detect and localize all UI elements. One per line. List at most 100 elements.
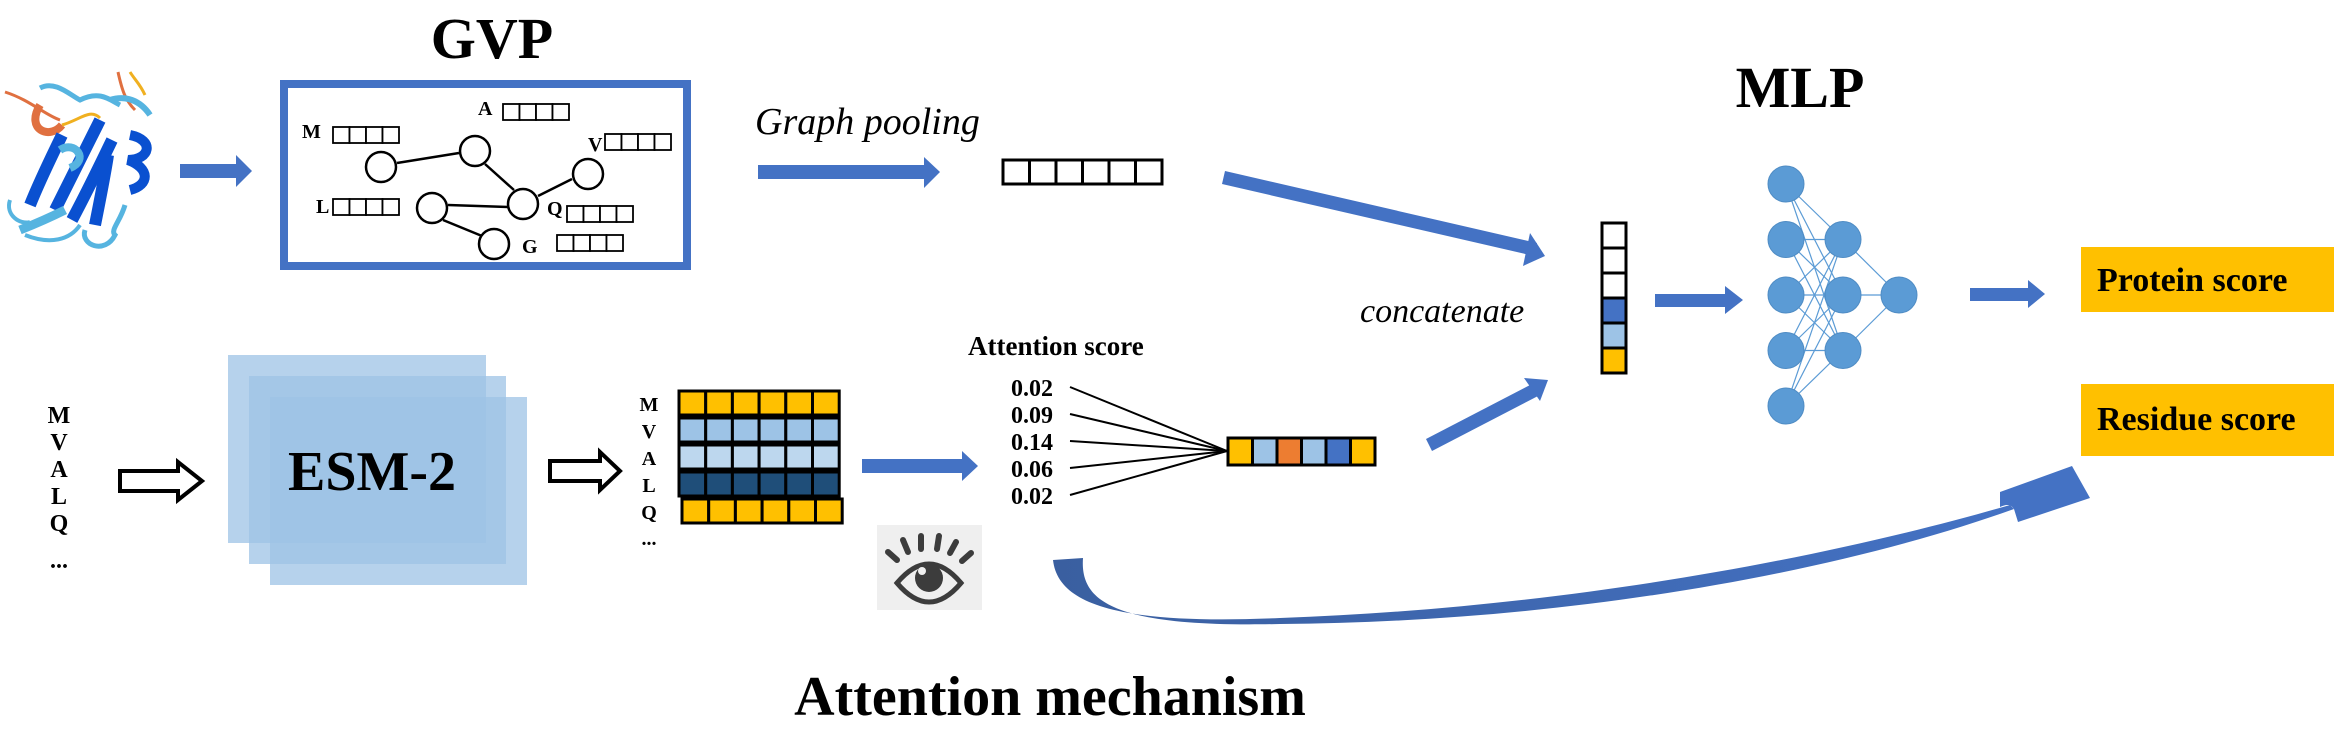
- arrow-gvp-to-pooling: [758, 157, 940, 188]
- embedding-row-label: L: [642, 475, 655, 497]
- attention-line: [1069, 413, 1228, 452]
- sequence-residue: L: [51, 484, 67, 510]
- mlp-neuron-layer-1: [1767, 221, 1805, 258]
- vector-cell: [733, 497, 764, 525]
- vector-cell: [784, 470, 814, 498]
- arrow-mlp-to-protein-score: [1970, 280, 2045, 308]
- node-label: G: [522, 236, 538, 258]
- node-circle: [364, 150, 398, 184]
- residue-score-label: Residue score: [2097, 401, 2296, 438]
- pooled-vector-cells: [1001, 158, 1164, 186]
- arrow-pooled-to-concat: [1222, 171, 1545, 266]
- mlp-neurons: [1767, 165, 1918, 425]
- node-feature-vector: [502, 103, 570, 121]
- vector-cell: [1324, 436, 1352, 467]
- esm2-model-block: [228, 355, 527, 585]
- arrow-protein-to-gvp: [180, 155, 252, 187]
- hollow-arrow-esm-to-embeddings: [548, 447, 623, 495]
- vector-cell: [1081, 158, 1111, 186]
- vector-cell: [502, 103, 521, 121]
- node-label: A: [478, 98, 493, 120]
- node-label: L: [316, 196, 329, 218]
- vector-cell: [677, 389, 708, 417]
- embedding-row: [680, 497, 844, 525]
- eye-icon: [877, 525, 982, 610]
- input-sequence: MVALQ...: [48, 403, 71, 574]
- gvp-nodes: M A V L QG: [302, 98, 672, 261]
- node-circle: [415, 191, 449, 225]
- graph-edge: [396, 151, 460, 165]
- embedding-ellipsis: ...: [642, 528, 657, 550]
- vector-cell: [1251, 436, 1279, 467]
- protein-score-box: Protein score: [2081, 247, 2334, 312]
- attention-score-value: 0.02: [1011, 484, 1053, 510]
- mlp-neuron-layer-1: [1767, 387, 1805, 425]
- graph-edge: [537, 177, 573, 198]
- arrowhead: [1524, 378, 1548, 401]
- embedding-row-label: M: [640, 394, 659, 416]
- gvp-graph: [396, 151, 573, 238]
- vector-cell: [599, 205, 618, 223]
- graph-node-m: M: [302, 121, 400, 184]
- vector-cell: [811, 389, 841, 417]
- mlp-neuron-layer-1: [1767, 165, 1805, 203]
- residue-embedding-matrix: MVALQ...: [640, 389, 844, 550]
- vector-cell: [572, 234, 591, 252]
- embedding-row: [677, 416, 841, 444]
- vector-cell: [784, 389, 814, 417]
- node-circle: [477, 227, 511, 261]
- vector-cell: [637, 133, 656, 151]
- vector-cell: [551, 103, 570, 121]
- mlp-neuron-layer-2: [1824, 221, 1862, 258]
- graph-pooling-label: Graph pooling: [755, 101, 980, 143]
- vector-cell: [760, 497, 791, 525]
- attention-scores: 0.020.090.140.060.02: [1011, 376, 1053, 510]
- vector-cell: [730, 443, 761, 471]
- concat-vector-cell: [1600, 271, 1628, 300]
- mlp-connection: [1785, 239, 1844, 407]
- vector-cell: [1134, 158, 1164, 186]
- embedding-row: [677, 470, 841, 498]
- attention-vector-cells: [1226, 436, 1377, 467]
- mlp-neuron-layer-1: [1767, 332, 1805, 369]
- vector-cell: [814, 497, 844, 525]
- attention-weight-lines: [1069, 386, 1228, 496]
- vector-cell: [787, 497, 817, 525]
- attention-score-header: Attention score: [968, 331, 1144, 361]
- node-circle: [571, 157, 605, 191]
- graph-node-a: A: [458, 98, 570, 168]
- arrow-embeddings-to-attention: [862, 451, 978, 481]
- vector-cell: [680, 497, 711, 525]
- embedding-row-label: Q: [641, 502, 657, 524]
- mlp-connection: [1785, 239, 1844, 351]
- vector-cell: [784, 443, 814, 471]
- attention-score-value: 0.06: [1011, 457, 1053, 483]
- embedding-row: [677, 443, 841, 471]
- graph-node-g: G: [477, 227, 624, 261]
- gvp-title: GVP: [431, 6, 553, 71]
- node-circle: [506, 187, 540, 221]
- vector-cell: [566, 205, 585, 223]
- attention-pooled-vector: [1226, 436, 1377, 467]
- vector-cell: [730, 389, 761, 417]
- vector-cell: [757, 443, 788, 471]
- graph-edge: [442, 218, 483, 238]
- vector-cell: [677, 416, 708, 444]
- mlp-neuron-layer-1: [1767, 276, 1805, 314]
- attention-line: [1069, 386, 1228, 452]
- graph-node-l: L: [316, 191, 449, 225]
- graph-node-v: V: [571, 133, 672, 191]
- vector-cell: [757, 470, 788, 498]
- node-feature-vector: [604, 133, 672, 151]
- vector-cell: [757, 389, 788, 417]
- mlp-neuron-layer-2: [1824, 332, 1862, 369]
- graph-edge: [447, 203, 509, 209]
- sequence-residue: ...: [50, 548, 68, 574]
- protein-score-label: Protein score: [2097, 262, 2287, 299]
- embedding-row-label: V: [642, 421, 657, 443]
- vector-cell: [620, 133, 639, 151]
- vector-cell: [677, 443, 708, 471]
- graph-edge: [484, 163, 515, 191]
- node-feature-vector: [566, 205, 634, 223]
- node-label: Q: [547, 198, 563, 220]
